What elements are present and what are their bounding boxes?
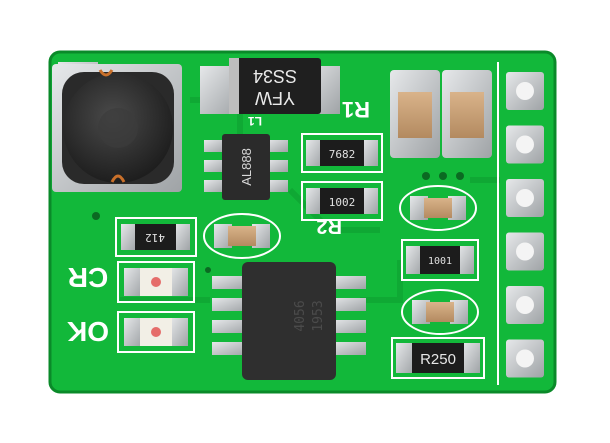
ic-lower-line2: 1953 <box>311 300 326 331</box>
capacitor-small-lower-right <box>401 289 479 335</box>
header-pin-2 <box>506 125 544 164</box>
ic-tp4056: 4056 1953 <box>212 262 366 380</box>
silk-r1: R1 <box>342 97 370 122</box>
diode-bottom-text: SS34 <box>253 66 297 86</box>
led-ok <box>117 311 195 353</box>
header-pin-1 <box>506 72 544 110</box>
resistor-7682: 7682 <box>301 133 383 173</box>
diode-top-text: YFW <box>255 88 295 108</box>
resistor-r250-text: R250 <box>420 351 456 368</box>
silk-r2: R2 <box>316 215 342 237</box>
capacitor-small-right <box>399 185 477 231</box>
silk-cr: CR <box>68 262 108 293</box>
ic-al888-text: AL888 <box>239 148 254 186</box>
resistor-1001: 1001 <box>401 239 479 281</box>
header-pin-4 <box>506 232 544 271</box>
resistor-412-text: 412 <box>145 231 165 244</box>
ic-al888: AL888 <box>204 134 288 200</box>
capacitor-small-center <box>203 213 281 259</box>
resistor-1002-text: 1002 <box>329 196 356 209</box>
resistor-412: 412 <box>115 217 197 257</box>
header-pin-3 <box>506 179 544 217</box>
silk-l1: L1 <box>248 114 262 128</box>
led-cr <box>117 261 195 303</box>
header-pins <box>506 72 544 378</box>
header-pin-6 <box>506 339 544 378</box>
capacitor-c2 <box>442 70 492 158</box>
capacitor-c1 <box>390 70 440 158</box>
ic-lower-line1: 4056 <box>293 300 308 331</box>
silk-ok: OK <box>67 316 109 347</box>
resistor-1002: 1002 <box>301 181 383 221</box>
resistor-7682-text: 7682 <box>329 148 356 161</box>
diode-ss34: YFW SS34 <box>200 58 340 114</box>
header-pin-5 <box>506 286 544 324</box>
inductor <box>62 69 174 184</box>
resistor-1001-text: 1001 <box>428 256 452 267</box>
resistor-r250: R250 <box>391 337 485 379</box>
